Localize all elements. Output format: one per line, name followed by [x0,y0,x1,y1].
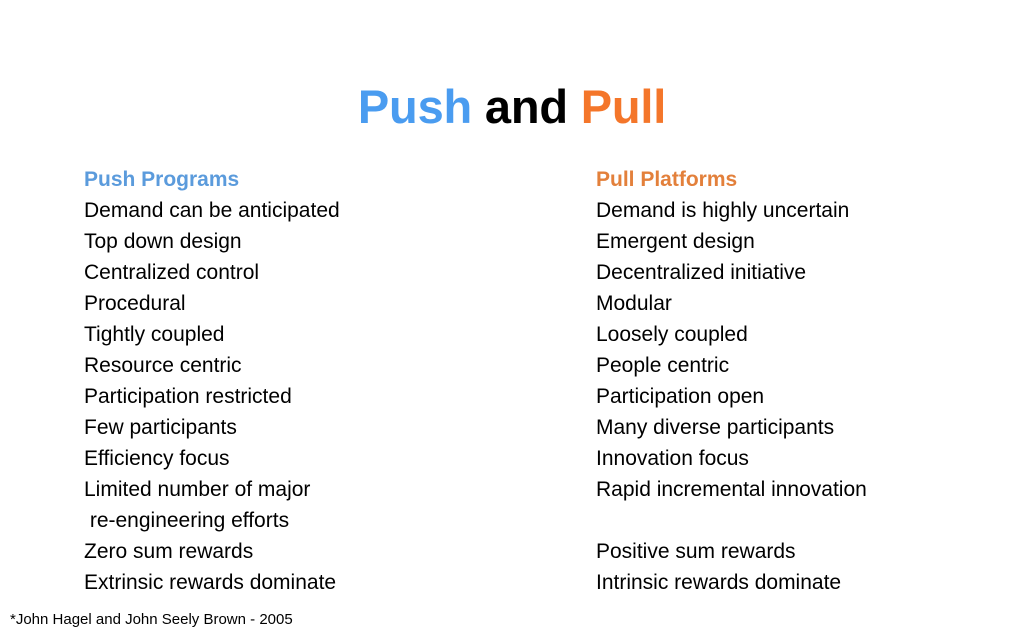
list-item: People centric [596,354,730,377]
title-word-push: Push [357,80,473,134]
column-heading-push-programs: Push Programs [84,168,240,191]
page-title: Push and Pull [0,79,1024,135]
list-item: Top down design [84,230,242,253]
pull-platforms-list: Demand is highly uncertain Emergent desi… [596,195,1016,598]
list-item: Emergent design [596,230,755,253]
list-item: Many diverse participants [596,416,835,439]
list-item: Modular [596,292,672,315]
list-item: Efficiency focus [84,447,230,470]
list-item: Innovation focus [596,447,749,470]
column-push-programs: Push Programs Demand can be anticipated … [84,164,554,598]
title-word-and: and [472,80,581,134]
list-item: Zero sum rewards [84,540,254,563]
title-word-pull: Pull [580,80,667,134]
column-pull-platforms: Pull Platforms Demand is highly uncertai… [596,164,1016,598]
list-item-continuation: re-engineering efforts [84,509,290,532]
list-item: Few participants [84,416,237,439]
list-item: Procedural [84,292,186,315]
list-item: Resource centric [84,354,242,377]
push-programs-list: Demand can be anticipated Top down desig… [84,195,554,598]
list-item: Extrinsic rewards dominate [84,571,337,594]
list-item: Limited number of major [84,478,311,501]
list-item: Participation restricted [84,385,292,408]
list-item: Demand is highly uncertain [596,199,850,222]
list-item: Demand can be anticipated [84,199,340,222]
list-item: Loosely coupled [596,323,748,346]
list-item-spacer [596,505,1016,536]
source-footnote: *John Hagel and John Seely Brown - 2005 [10,611,293,628]
column-heading-pull-platforms: Pull Platforms [596,168,738,191]
list-item: Decentralized initiative [596,261,807,284]
list-item: Tightly coupled [84,323,225,346]
list-item: Centralized control [84,261,260,284]
list-item: Participation open [596,385,765,408]
list-item: Intrinsic rewards dominate [596,571,842,594]
list-item: Positive sum rewards [596,540,796,563]
list-item: Rapid incremental innovation [596,478,867,501]
